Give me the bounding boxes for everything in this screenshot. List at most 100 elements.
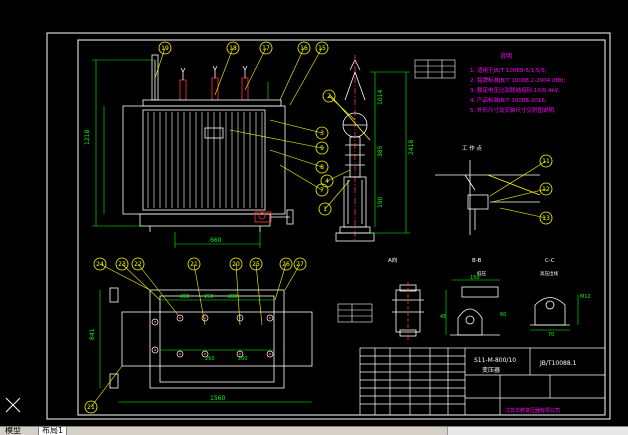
callout-leader — [269, 119, 323, 134]
small-detail-dims — [445, 279, 579, 335]
callout-plan-26: 26 — [282, 261, 290, 268]
callout-side-4: 4 — [325, 178, 329, 185]
plan-hole-center — [179, 317, 181, 319]
title-name: 变压器 — [482, 366, 500, 374]
callout-plan-22: 22 — [134, 261, 142, 268]
detail-view-bb — [450, 286, 500, 336]
callout-leader — [137, 263, 179, 316]
plan-hole — [266, 314, 274, 322]
dim-bushing-low: 190 — [377, 196, 384, 208]
plan-hole — [201, 314, 209, 322]
callout-plan-20: 20 — [232, 261, 240, 268]
callout-leader — [269, 149, 323, 168]
callout-top-19: 19 — [161, 45, 169, 52]
callout-plan-27: 27 — [296, 261, 304, 268]
note-line-5: 5. 外形尺寸及安装尺寸见附图说明. — [470, 106, 556, 114]
plan-hole — [151, 318, 159, 326]
front-dimensions — [92, 59, 269, 248]
callout-circle — [293, 257, 307, 271]
callout-top-16: 16 — [300, 45, 308, 52]
side-dimensions — [370, 71, 410, 234]
note-line-2: 2. 铭牌标准JB/T 10088.2-2004 (BB); — [470, 76, 566, 84]
plan-hole — [176, 350, 184, 358]
callout-circle — [315, 126, 329, 140]
callout-circle — [320, 174, 334, 188]
detail-top-label: 工 作 点 — [462, 144, 482, 152]
title-standard: JB/T10088.1 — [539, 360, 577, 367]
dim-plan-spacing-2: 250 — [204, 294, 214, 300]
plan-hole-center — [269, 317, 271, 319]
notes-heading: 说明 — [500, 52, 512, 60]
callout-side-1: 1 — [323, 206, 327, 213]
dim-plan-spacing-3: 280 — [228, 294, 238, 300]
callout-detail-12: 12 — [542, 186, 550, 193]
callout-circle — [318, 202, 332, 216]
callout-leader — [121, 263, 161, 301]
dim-detail-d: 45 — [440, 314, 446, 320]
plan-hole — [236, 350, 244, 358]
callout-leader — [90, 365, 123, 408]
tab-model[interactable]: 模型 — [5, 426, 21, 435]
side-view — [329, 55, 375, 242]
callout-leader — [214, 47, 234, 96]
view-bb-label: B-B — [472, 258, 482, 264]
dim-plan-spacing-1: 200 — [180, 294, 190, 300]
callout-leader — [499, 207, 547, 219]
dim-bushing-mid: 385 — [377, 145, 384, 157]
dim-detail-f: M12 — [580, 294, 591, 300]
callout-plan-lower-21: 21 — [87, 404, 95, 411]
inner-frame — [77, 39, 606, 416]
view-bb-sublabel: 低压 — [477, 270, 486, 277]
dim-detail-g: 60 — [500, 312, 506, 318]
callout-circle — [84, 400, 98, 414]
plan-dimensions — [99, 290, 312, 403]
spec-table-mid — [337, 303, 373, 323]
callout-leader — [279, 47, 305, 101]
callout-top-17: 17 — [262, 45, 270, 52]
callout-detail-13: 13 — [542, 215, 550, 222]
title-block — [359, 347, 606, 416]
dim-front-width: 660 — [210, 237, 222, 244]
callout-leader — [229, 129, 323, 149]
plan-hole-center — [204, 353, 206, 355]
plan-hole-center — [154, 321, 156, 323]
note-line-1: 1. 适用于JB/T 10088-5/1,5/5; — [470, 66, 547, 74]
plan-hole-center — [239, 353, 241, 355]
plan-hole-center — [204, 317, 206, 319]
callout-circle — [115, 257, 129, 271]
callout-plan-21: 21 — [190, 261, 198, 268]
callout-side-9: 9 — [320, 145, 324, 152]
detail-bracket-view — [435, 160, 541, 235]
callout-leader — [279, 164, 323, 191]
ucs-icon — [5, 397, 21, 413]
callout-leader — [289, 47, 323, 106]
dim-front-height: 1218 — [84, 130, 91, 145]
plan-hole — [266, 350, 274, 358]
layout-tab-bar: 模型 布局1 — [0, 426, 628, 435]
horizontal-scrollbar[interactable] — [447, 427, 628, 435]
tab-layout1[interactable]: 布局1 — [38, 427, 68, 435]
outer-frame — [46, 32, 611, 420]
detail-view-cc — [530, 297, 570, 326]
callout-leader — [491, 188, 547, 203]
callout-leader — [255, 263, 263, 326]
callout-circle — [259, 41, 273, 55]
plan-hole-center — [179, 353, 181, 355]
callout-circle — [158, 41, 172, 55]
title-drawing-no: S11-M-800/10 — [474, 357, 516, 364]
plan-hole — [151, 346, 159, 354]
callout-circle — [539, 182, 553, 196]
callout-side-8: 8 — [320, 164, 324, 171]
front-elevation-view — [122, 54, 294, 232]
notes-block: 说明 1. 适用于JB/T 10088-5/1,5/5; 2. 铭牌标准JB/T… — [470, 52, 566, 114]
callout-circle — [93, 257, 107, 271]
view-cc-sublabel: 高压出线 — [540, 270, 558, 277]
callout-top-18: 18 — [229, 45, 237, 52]
callout-side-7: 7 — [320, 187, 324, 194]
plan-hole-center — [269, 353, 271, 355]
callout-leader — [284, 263, 301, 291]
dim-detail-a: 150 — [470, 275, 480, 281]
